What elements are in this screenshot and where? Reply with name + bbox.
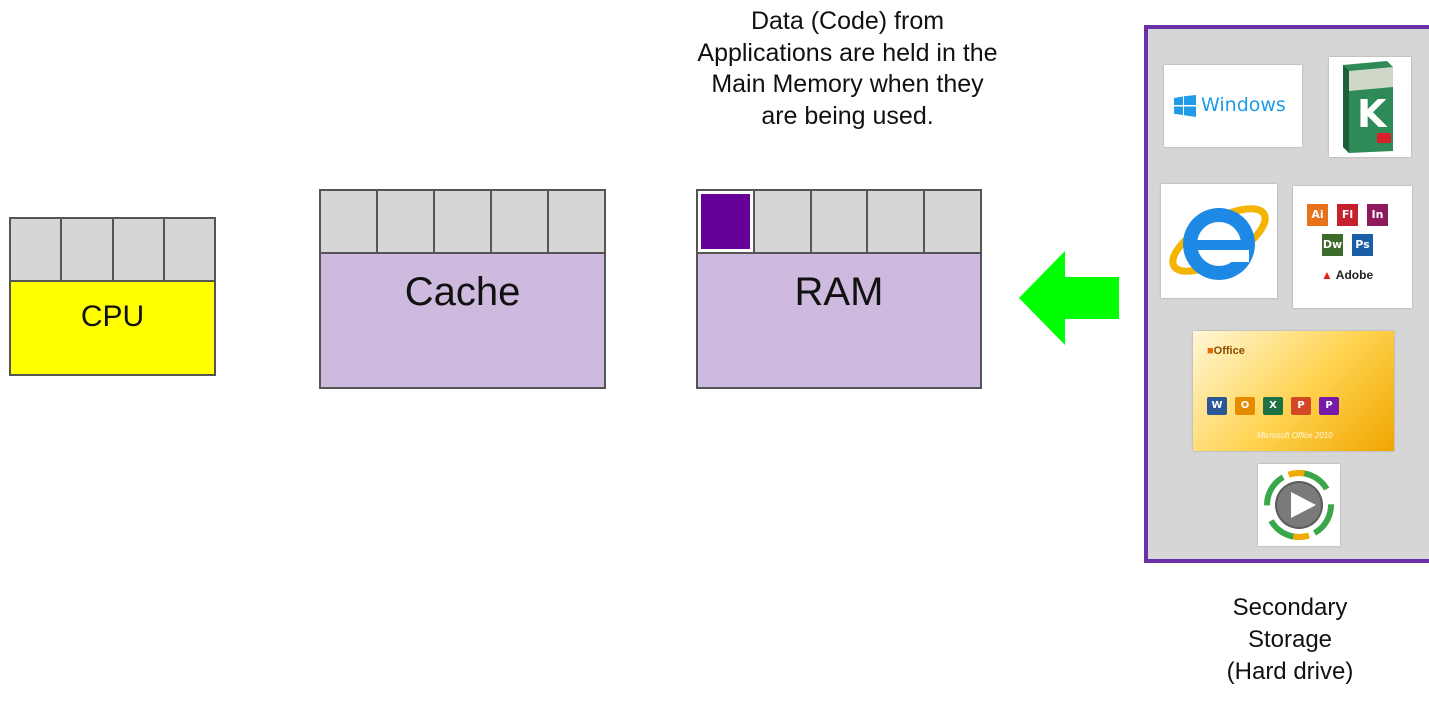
cpu-registers bbox=[9, 217, 216, 282]
internet-explorer-icon bbox=[1169, 205, 1269, 280]
cpu-cell bbox=[9, 217, 63, 282]
office-logo-text: Office bbox=[1213, 345, 1245, 357]
office-logo-icon: ■ bbox=[1207, 345, 1214, 357]
ram-block: RAM bbox=[696, 189, 982, 389]
ram-cells bbox=[696, 189, 982, 254]
powerpoint-icon: P bbox=[1291, 397, 1311, 415]
outlook-icon: O bbox=[1235, 397, 1255, 415]
antivirus-app-tile: K bbox=[1329, 57, 1411, 157]
windows-logo-icon bbox=[1174, 95, 1196, 117]
office-footer: Microsoft Office 2010 bbox=[1257, 431, 1333, 440]
ram-cell bbox=[752, 189, 812, 254]
media-player-app-tile bbox=[1258, 464, 1340, 546]
caption-text: Data (Code) from Applications are held i… bbox=[640, 6, 1055, 132]
cpu-cell bbox=[162, 217, 216, 282]
publisher-icon: P bbox=[1319, 397, 1339, 415]
cache-cell bbox=[490, 189, 549, 254]
cpu-block: CPU bbox=[9, 217, 216, 376]
storage-label: Secondary Storage (Hard drive) bbox=[1200, 592, 1380, 688]
windows-text: Windows bbox=[1201, 94, 1286, 116]
dreamweaver-icon: Dw bbox=[1322, 234, 1343, 256]
indesign-icon: In bbox=[1367, 204, 1388, 226]
adobe-brand-text: Adobe bbox=[1335, 268, 1374, 282]
ram-cell bbox=[809, 189, 869, 254]
cache-label: Cache bbox=[319, 254, 606, 389]
ram-cell bbox=[923, 189, 982, 254]
browser-app-tile bbox=[1161, 184, 1277, 298]
secondary-storage-panel: Windows K Ai Fl In Dw Ps ▲ Adobe bbox=[1144, 25, 1429, 563]
ram-cell-filled bbox=[696, 189, 755, 254]
svg-text:K: K bbox=[1357, 92, 1388, 136]
word-icon: W bbox=[1207, 397, 1227, 415]
cache-cell bbox=[433, 189, 492, 254]
adobe-brand: ▲ Adobe bbox=[1321, 268, 1373, 282]
media-player-icon bbox=[1264, 470, 1334, 540]
flash-icon: Fl bbox=[1337, 204, 1358, 226]
storage-label-line: Secondary bbox=[1232, 594, 1348, 621]
excel-icon: X bbox=[1263, 397, 1283, 415]
caption-line: Main Memory when they bbox=[711, 70, 984, 98]
cache-cell bbox=[319, 189, 378, 254]
adobe-app-tile: Ai Fl In Dw Ps ▲ Adobe bbox=[1293, 186, 1412, 308]
ram-cell bbox=[866, 189, 926, 254]
cpu-cell bbox=[60, 217, 114, 282]
cache-cells bbox=[319, 189, 606, 254]
caption-line: Applications are held in the bbox=[697, 38, 998, 67]
office-app-tile: ■Office W O X P P Microsoft Office 2010 bbox=[1193, 331, 1394, 451]
photoshop-icon: Ps bbox=[1352, 234, 1373, 256]
antivirus-box-icon: K bbox=[1343, 61, 1393, 153]
cache-cell bbox=[376, 189, 435, 254]
cpu-cell bbox=[111, 217, 165, 282]
storage-label-line: Storage bbox=[1247, 626, 1333, 653]
office-logo: ■Office bbox=[1207, 345, 1245, 357]
windows-app-tile: Windows bbox=[1164, 65, 1302, 147]
cpu-label: CPU bbox=[9, 282, 216, 376]
cache-block: Cache bbox=[319, 189, 606, 389]
illustrator-icon: Ai bbox=[1307, 204, 1328, 226]
cache-cell bbox=[547, 189, 606, 254]
caption-line: are being used. bbox=[761, 101, 934, 130]
storage-label-line: (Hard drive) bbox=[1226, 658, 1354, 685]
adobe-logo-icon: ▲ bbox=[1321, 268, 1333, 282]
ram-label: RAM bbox=[696, 254, 982, 389]
left-arrow-icon bbox=[1019, 251, 1119, 345]
caption-line: Data (Code) from bbox=[750, 7, 945, 35]
